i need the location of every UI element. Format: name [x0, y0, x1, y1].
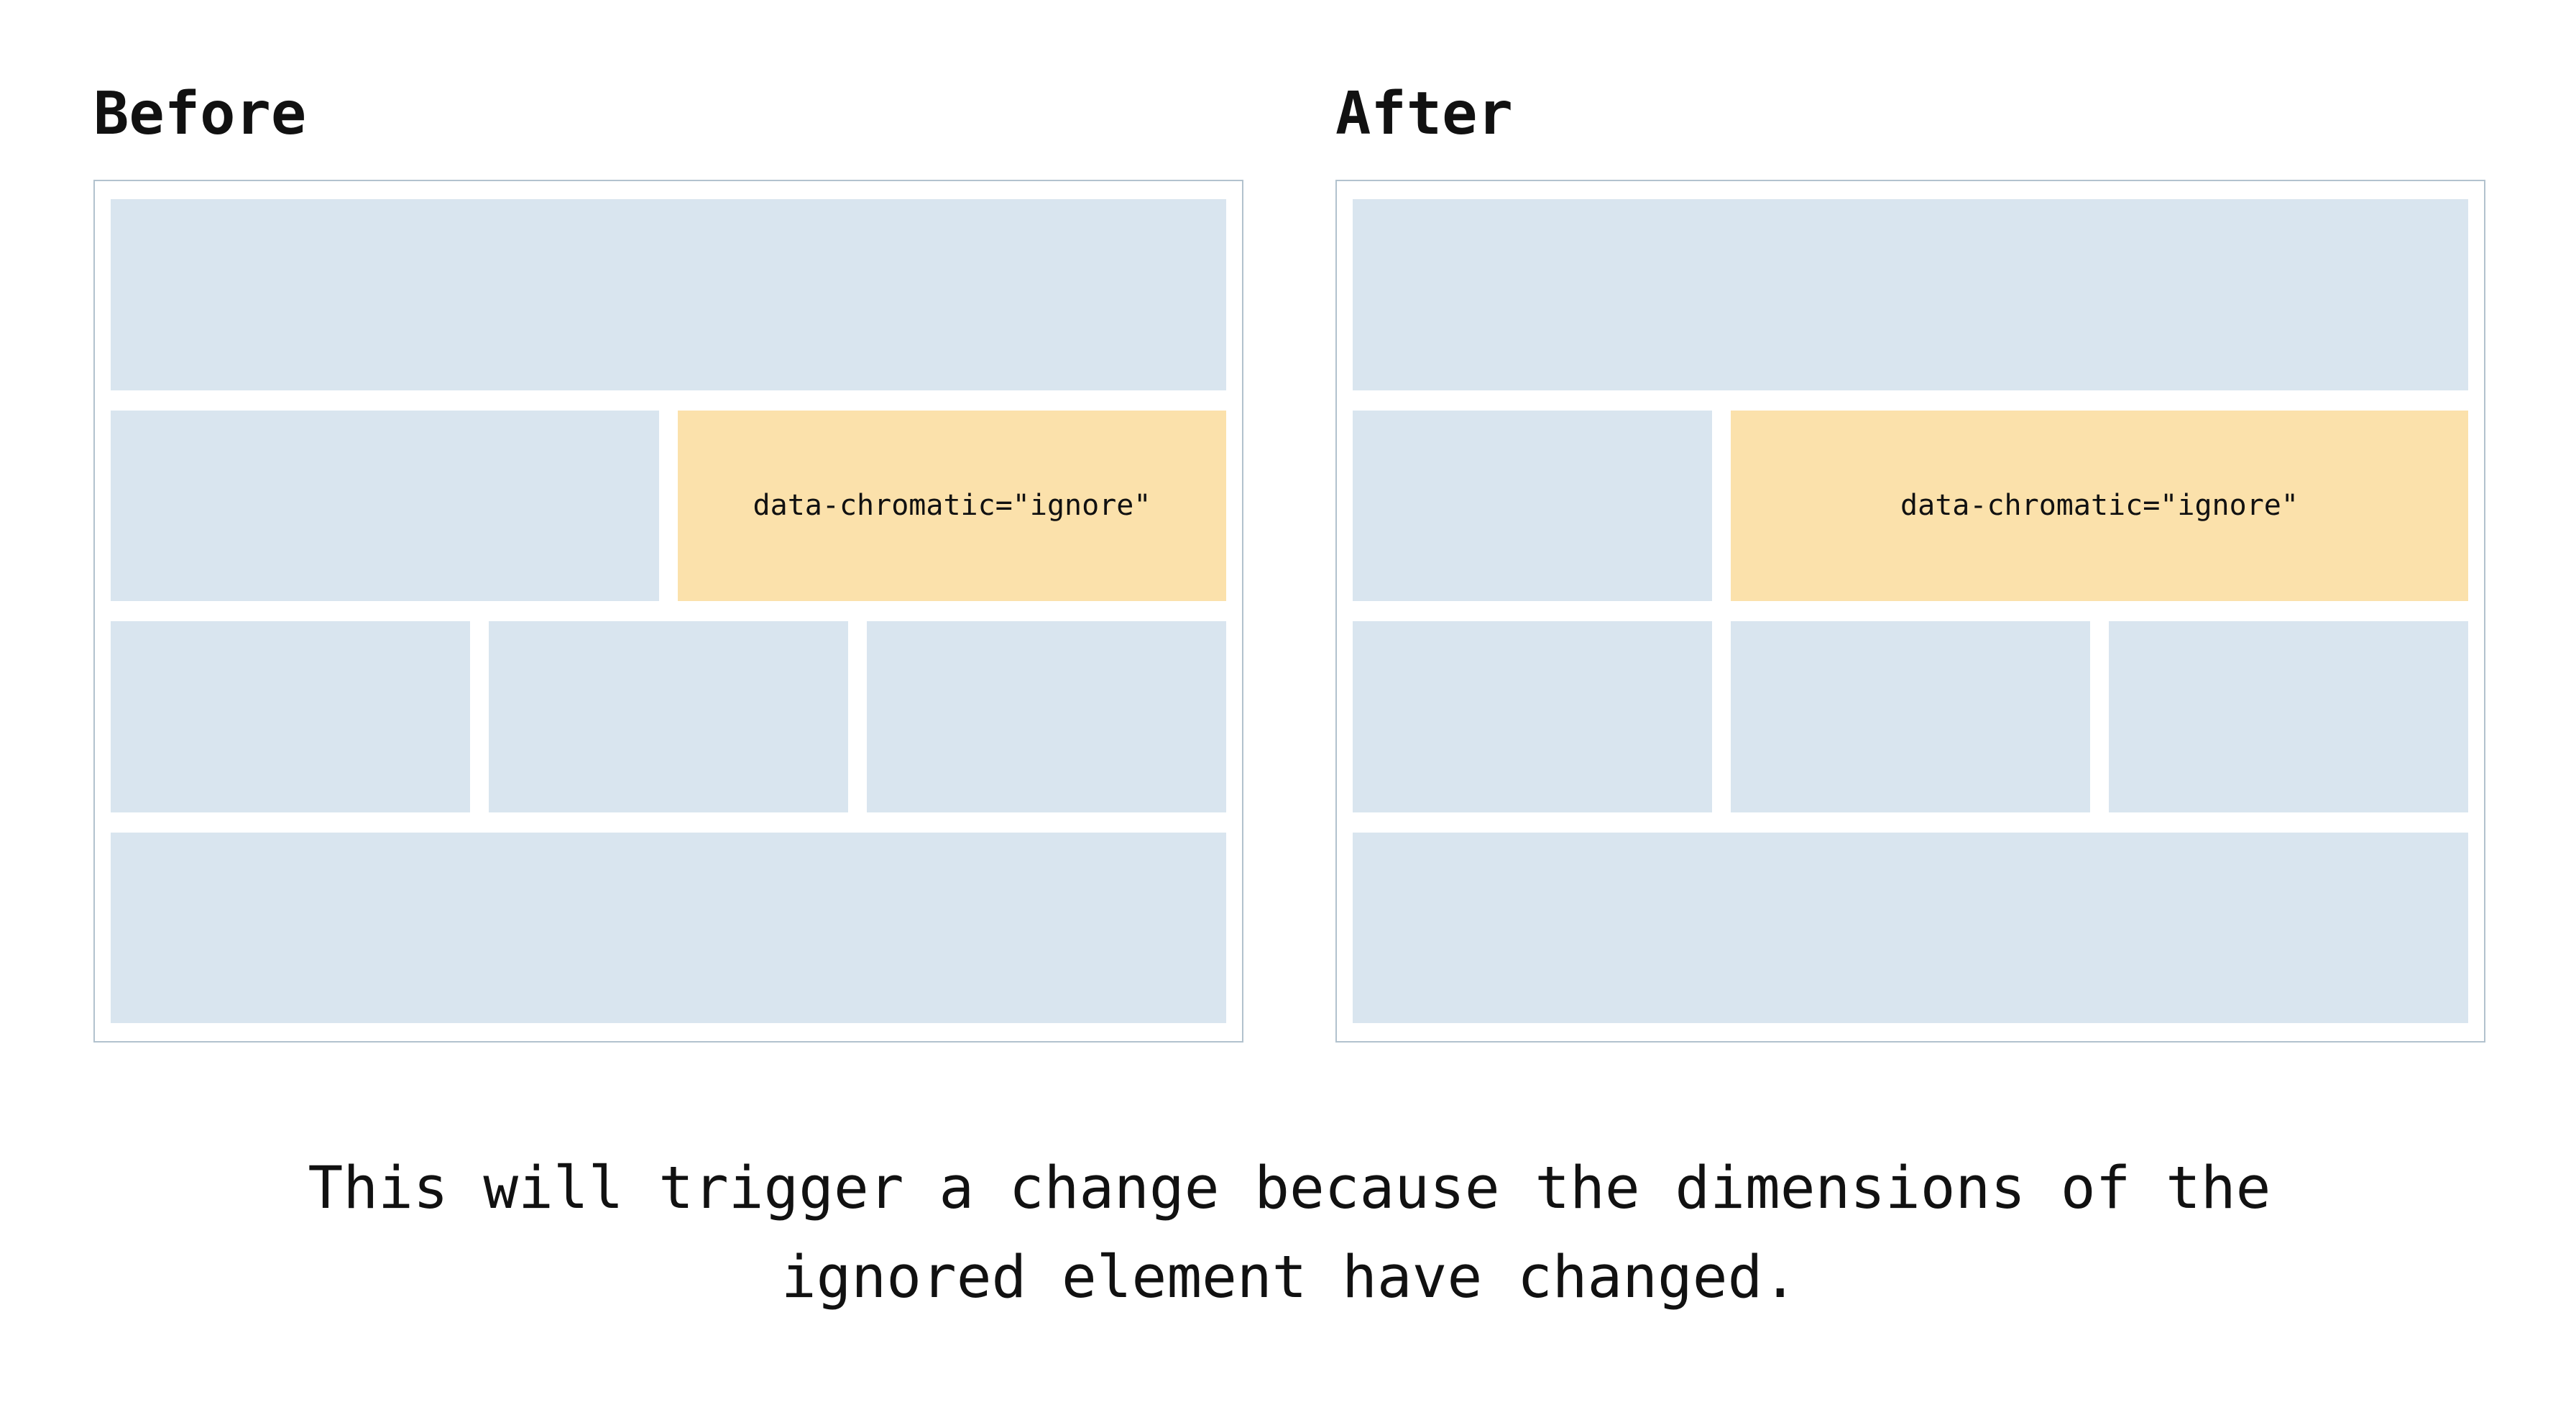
wireframe-column-block: [867, 621, 1226, 812]
ignore-attribute-label: data-chromatic="ignore": [1900, 489, 2299, 523]
wireframe-column-block: [489, 621, 848, 812]
caption-line-2: ignored element have changed.: [781, 1243, 1798, 1311]
caption: This will trigger a change because the d…: [93, 1145, 2485, 1323]
ignored-element-block: data-chromatic="ignore": [1731, 410, 2468, 601]
wireframe-column-block: [1353, 621, 1712, 812]
wireframe-column-block: [111, 621, 470, 812]
after-section: After data-chromatic="ignore": [1335, 85, 2485, 1043]
after-wireframe-grid: data-chromatic="ignore": [1353, 199, 2468, 1023]
wireframe-column-block: [1731, 621, 2090, 812]
wireframe-footer-block: [111, 832, 1226, 1023]
caption-line-1: This will trigger a change because the d…: [308, 1155, 2271, 1222]
before-panel: data-chromatic="ignore": [93, 180, 1243, 1043]
after-panel: data-chromatic="ignore": [1335, 180, 2485, 1043]
wireframe-content-block: [1353, 410, 1712, 601]
wireframe-header-block: [111, 199, 1226, 390]
before-heading: Before: [93, 80, 307, 148]
wireframe-column-block: [2109, 621, 2468, 812]
before-section: Before data-chromatic="ignore": [93, 85, 1243, 1043]
ignore-attribute-label: data-chromatic="ignore": [753, 489, 1151, 523]
ignored-element-block: data-chromatic="ignore": [678, 410, 1226, 601]
after-heading: After: [1335, 80, 1513, 148]
before-wireframe-grid: data-chromatic="ignore": [111, 199, 1226, 1023]
wireframe-header-block: [1353, 199, 2468, 390]
wireframe-footer-block: [1353, 832, 2468, 1023]
before-after-comparison: Before data-chromatic="ignore" After: [93, 85, 2485, 1043]
wireframe-content-block: [111, 410, 659, 601]
